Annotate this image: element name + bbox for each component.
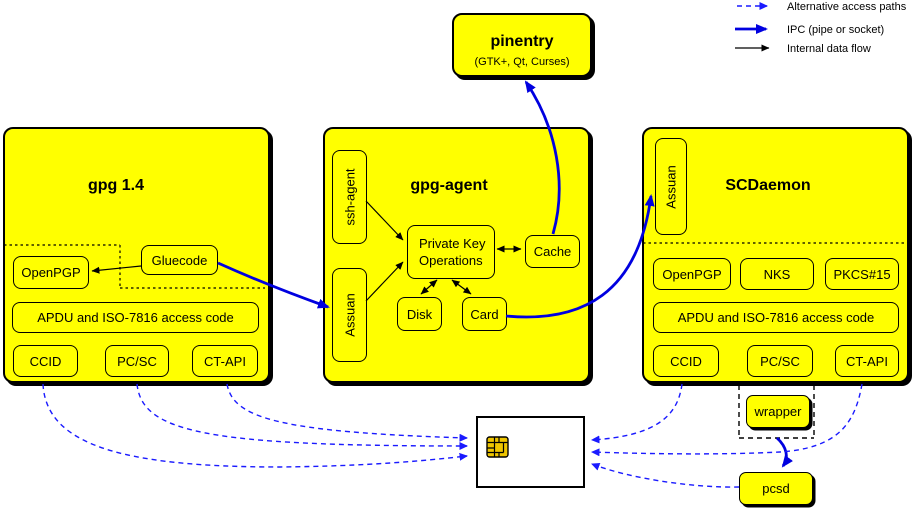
cache-box: Cache [525,235,580,268]
pinentry-subtitle: (GTK+, Qt, Curses) [474,56,570,68]
gpg14-module [3,127,270,383]
scdaemon-pcsc-label: PC/SC [760,353,800,369]
scdaemon-assuan-label: Assuan [663,164,679,209]
scdaemon-nks-label: NKS [763,266,791,282]
gpg14-ctapi-box: CT-API [192,345,258,377]
gpg14-apdu-label: APDU and ISO-7816 access code [37,310,234,325]
card-label: Card [470,306,499,322]
gpg14-apdu-box: APDU and ISO-7816 access code [12,302,259,333]
gpg14-ctapi-label: CT-API [204,353,246,369]
scdaemon-ctapi-box: CT-API [835,345,899,377]
scdaemon-ccid-label: CCID [670,353,702,369]
legend-label-ipc: IPC (pipe or socket) [787,24,885,36]
smartcard [476,416,585,488]
pcsd-box: pcsd [739,472,813,505]
scdaemon-apdu-box: APDU and ISO-7816 access code [653,302,899,333]
wrapper-box: wrapper [746,395,810,428]
card-box: Card [462,297,507,331]
wrapper-label: wrapper [754,404,802,419]
scdaemon-pkcs15-box: PKCS#15 [825,258,899,290]
gpg-agent-title: gpg-agent [410,177,488,194]
ssh-agent-label: ssh-agent [342,168,357,226]
gpg14-openpgp-box: OpenPGP [13,256,89,289]
scdaemon-ctapi-label: CT-API [846,353,888,369]
gpg14-ccid-label: CCID [29,353,62,369]
gpg14-gluecode-box: Gluecode [141,245,218,275]
disk-box: Disk [397,297,442,331]
scdaemon-pkcs15-label: PKCS#15 [833,266,891,282]
gpg14-pcsc-box: PC/SC [105,345,169,377]
legend-label-alternative: Alternative access paths [787,1,907,13]
gpg14-title: gpg 1.4 [87,177,145,194]
legend-label-internal: Internal data flow [787,43,871,55]
gpg14-ccid-box: CCID [13,345,78,377]
scdaemon-openpgp-box: OpenPGP [653,258,731,290]
scdaemon-nks-box: NKS [740,258,814,290]
gpg-agent-assuan-box: Assuan [332,268,367,362]
scdaemon-apdu-label: APDU and ISO-7816 access code [677,310,875,325]
scdaemon-openpgp-label: OpenPGP [662,266,722,282]
disk-label: Disk [406,306,433,322]
private-key-operations-box: Private Key Operations [407,225,495,279]
scdaemon-assuan-box: Assuan [655,138,687,235]
pinentry-module: pinentry (GTK+, Qt, Curses) [452,13,592,77]
gpg14-openpgp-label: OpenPGP [21,265,81,280]
pcsd-label: pcsd [762,481,790,496]
scdaemon-title: SCDaemon [725,177,811,194]
cache-label: Cache [533,244,572,259]
gpg14-pcsc-label: PC/SC [117,353,157,369]
scdaemon-ccid-box: CCID [653,345,719,377]
private-key-label-line1: Private Key [419,236,486,251]
pinentry-title: pinentry [490,33,554,50]
private-key-label-line2: Operations [419,253,483,268]
scdaemon-pcsc-box: PC/SC [747,345,813,377]
gpg-agent-assuan-label: Assuan [342,293,357,337]
gpg14-gluecode-label: Gluecode [151,252,208,268]
ssh-agent-box: ssh-agent [332,150,367,244]
